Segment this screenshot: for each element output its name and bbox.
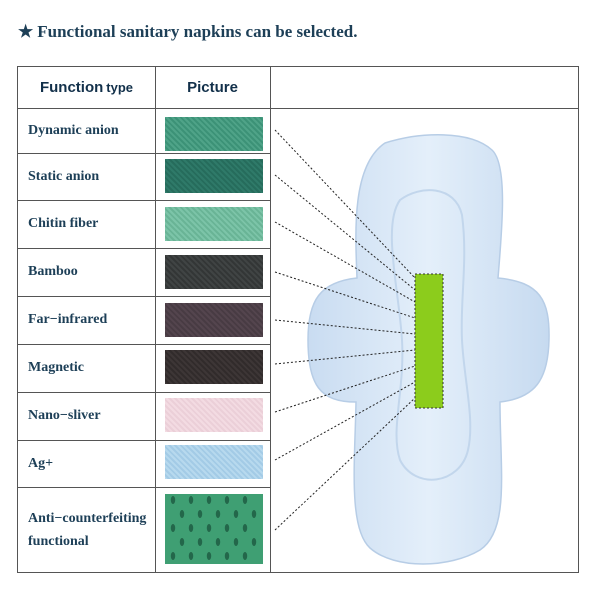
row-label-dynamic-anion: Dynamic anion — [28, 122, 119, 138]
row-label-bamboo: Bamboo — [28, 264, 78, 279]
header-function-label: Function — [39, 79, 104, 96]
row-label-magnetic: Magnetic — [28, 360, 84, 375]
row-divider — [18, 200, 271, 201]
row-label-ag-plus: Ag+ — [28, 455, 54, 471]
page-heading: ★Functional sanitary napkins can be sele… — [18, 22, 357, 42]
header-divider — [18, 108, 578, 109]
heading-text: Functional sanitary napkins can be selec… — [37, 22, 358, 41]
swatch-bamboo — [165, 255, 263, 289]
swatch-magnetic — [165, 350, 263, 384]
row-label-static-anion: Static anion — [28, 168, 100, 184]
star-icon: ★ — [18, 22, 34, 41]
row-divider — [18, 440, 271, 441]
row-label-anti-line1: Anti−counterfeiting — [28, 511, 147, 526]
anti-counterfeit-pattern — [170, 496, 257, 560]
swatch-ag-plus — [165, 445, 263, 479]
header-type-label: type — [106, 80, 134, 95]
swatch-chitin-fiber — [165, 207, 263, 241]
row-label-anti-counterfeiting: Anti−counterfeiting functional — [28, 487, 158, 573]
functional-chip-strip — [414, 273, 444, 409]
row-label-nano-sliver: Nano−sliver — [28, 408, 101, 423]
swatch-nano-sliver — [165, 398, 263, 432]
header-picture-label: Picture — [187, 79, 238, 96]
row-divider — [18, 296, 271, 297]
row-divider — [18, 392, 271, 393]
column-divider — [270, 67, 271, 572]
row-divider — [18, 487, 271, 488]
swatch-static-anion — [165, 159, 263, 193]
row-divider — [18, 153, 271, 154]
swatch-far-infrared — [165, 303, 263, 337]
leader-lines — [274, 129, 416, 531]
row-divider — [18, 344, 271, 345]
row-divider — [18, 248, 271, 249]
row-label-anti-line2: functional — [28, 534, 89, 549]
swatch-dynamic-anion — [165, 117, 263, 151]
header-picture: Picture — [155, 67, 270, 108]
row-label-chitin-fiber: Chitin fiber — [28, 216, 99, 231]
row-label-far-infrared: Far−infrared — [28, 312, 108, 327]
swatch-anti-counterfeiting — [165, 494, 263, 564]
column-divider — [155, 67, 156, 572]
